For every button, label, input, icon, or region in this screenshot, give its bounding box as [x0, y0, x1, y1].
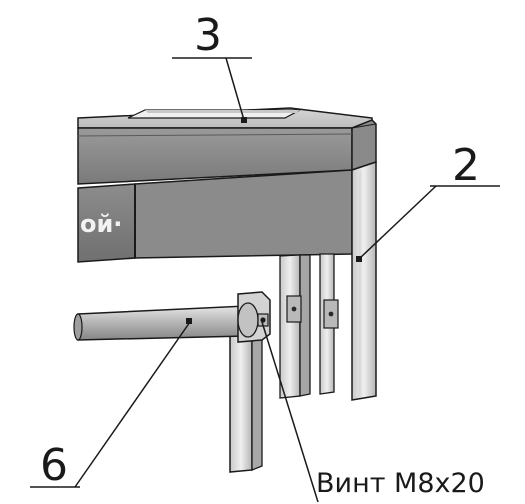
top-end-cap — [351, 119, 377, 172]
callout-6: 6 — [40, 440, 68, 491]
leader-6 — [74, 321, 191, 488]
callout-screw: Винт М8х20 — [316, 468, 485, 499]
rear-legs — [279, 253, 339, 399]
callout-2: 2 — [452, 140, 480, 191]
leader-3-tip — [241, 117, 247, 123]
leader-screw — [261, 321, 319, 503]
front-panel: ой· — [77, 169, 353, 263]
leg-marker — [356, 256, 362, 262]
callout-3: 3 — [194, 10, 222, 61]
pipe-clamp — [237, 291, 271, 343]
leader-lines — [30, 57, 500, 503]
leader-3 — [225, 57, 245, 121]
table-top — [77, 107, 377, 185]
pipe-marker — [186, 318, 192, 324]
front-leg — [351, 160, 377, 401]
leader-2 — [359, 185, 437, 259]
panel-label: ой· — [80, 210, 122, 238]
pipe — [73, 305, 247, 341]
